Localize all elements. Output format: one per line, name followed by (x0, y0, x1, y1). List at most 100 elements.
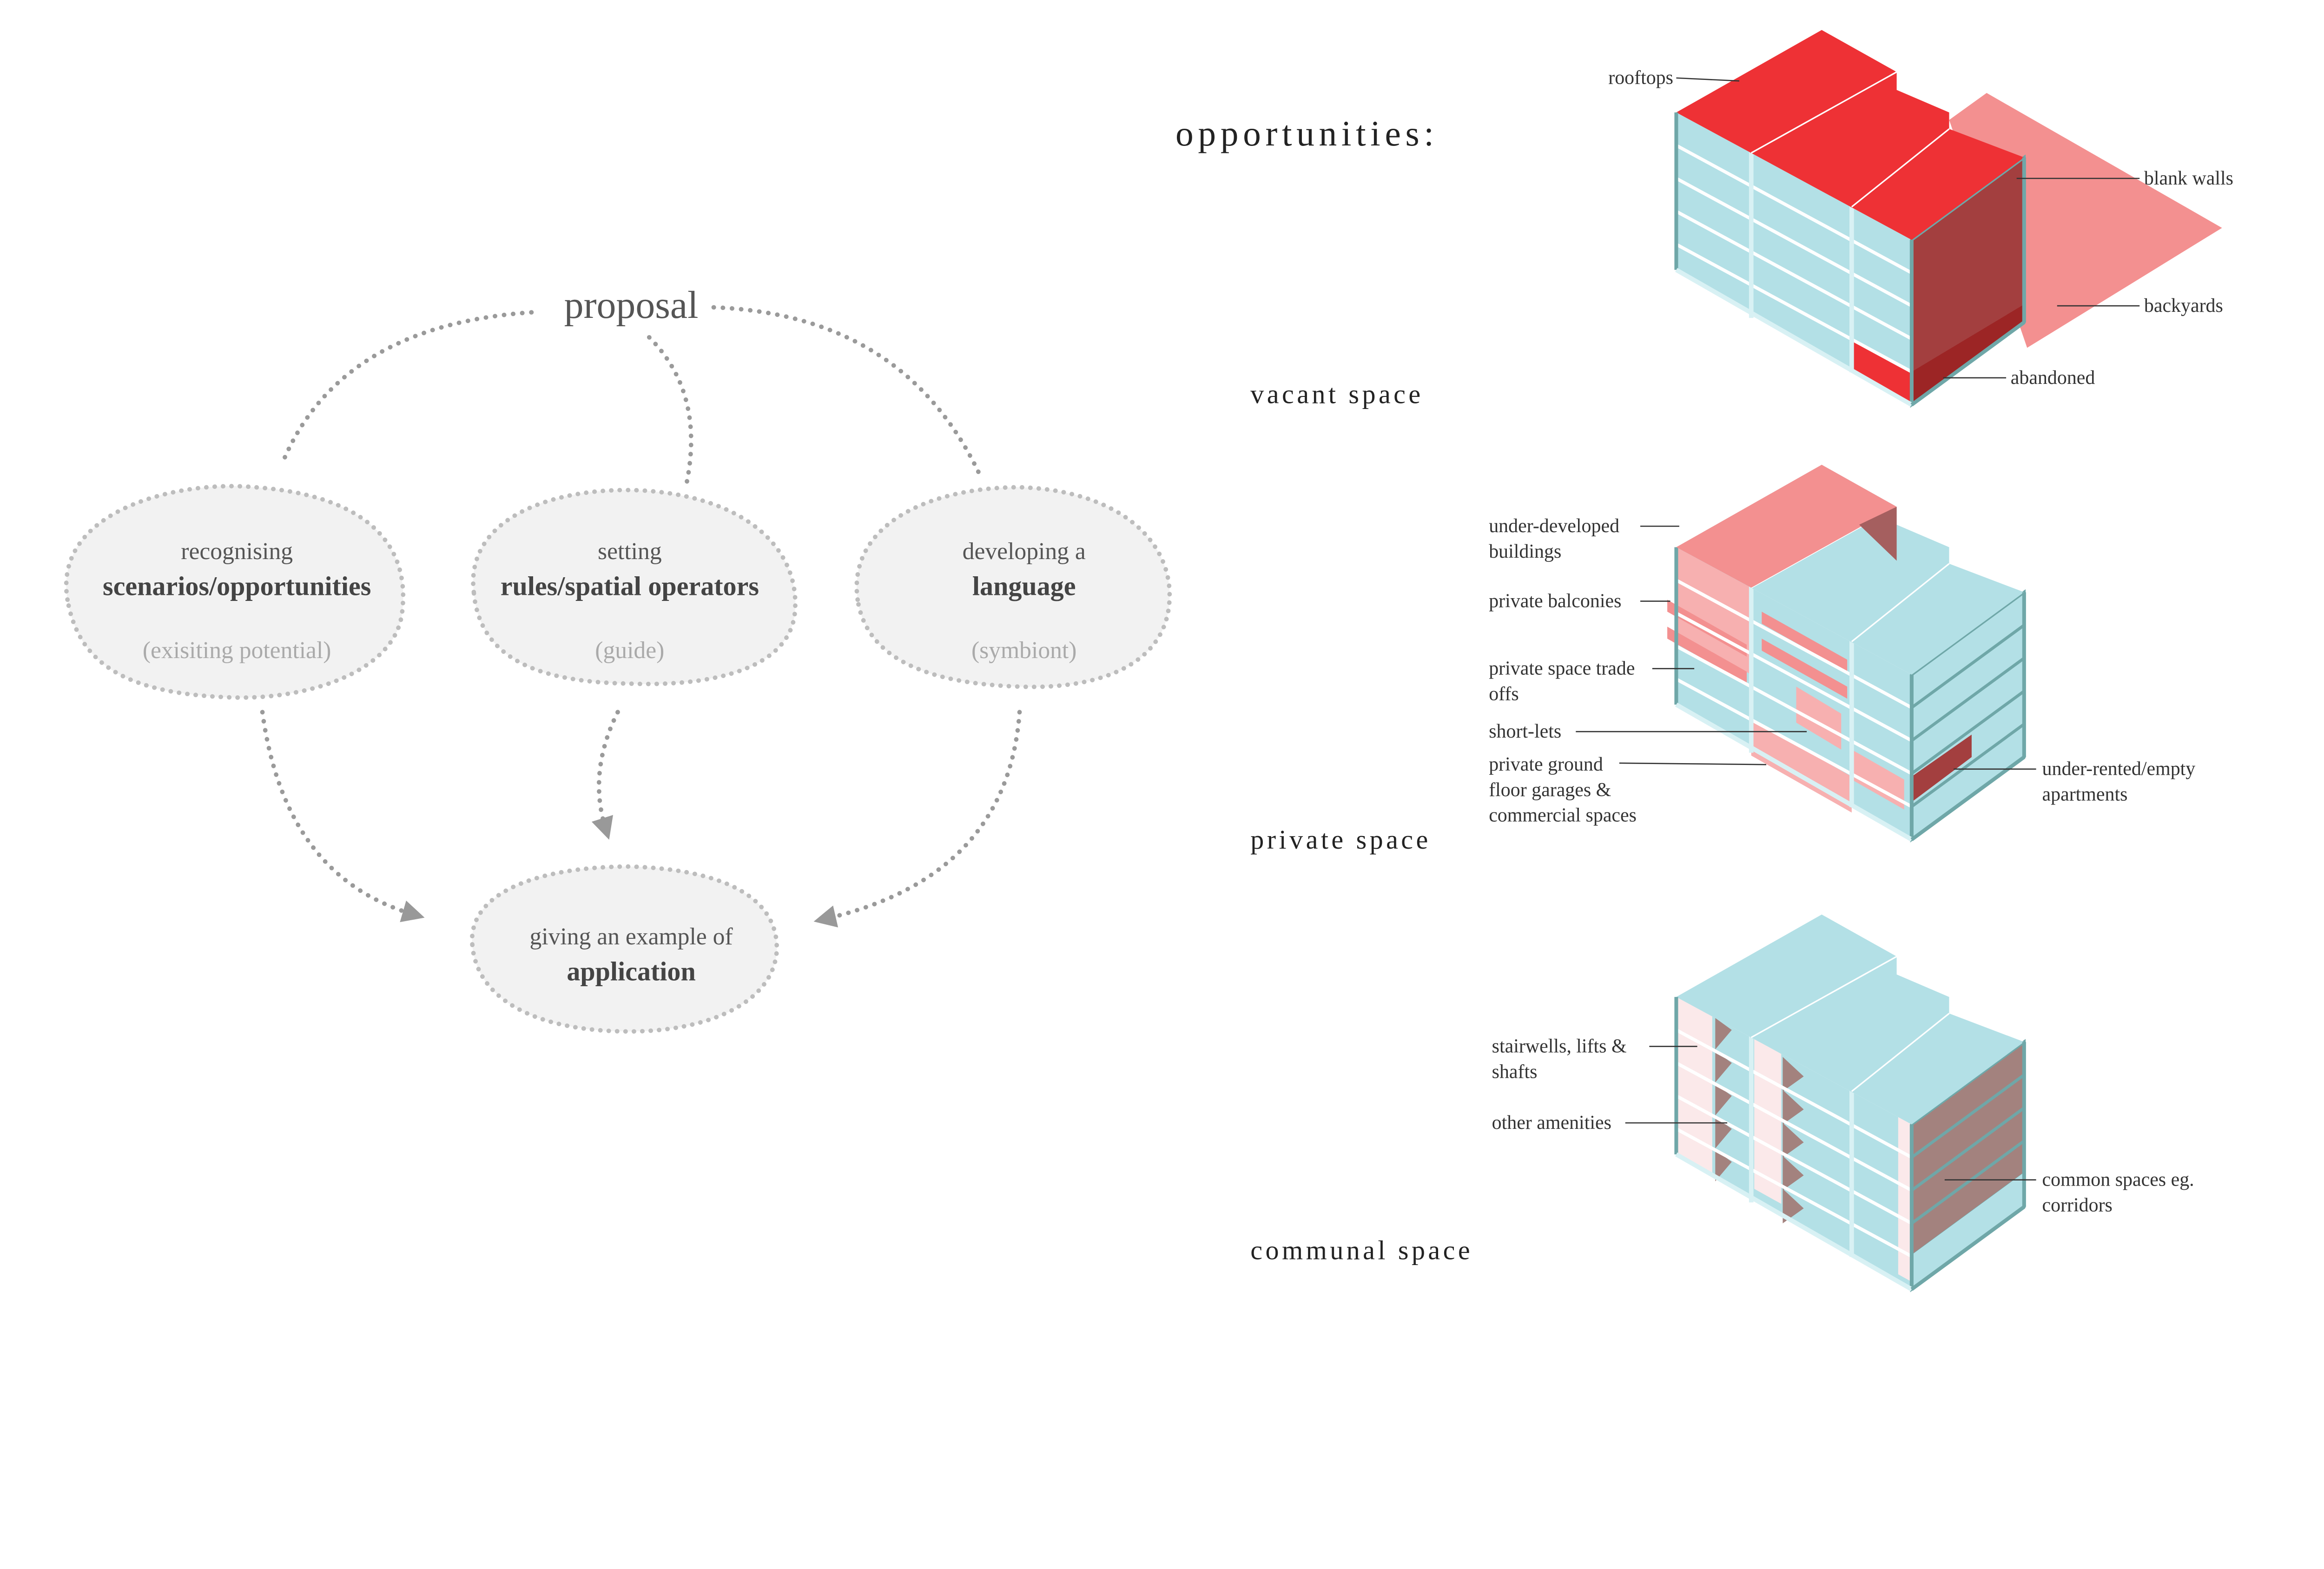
floor-slab (1675, 678, 1913, 808)
stair-flight (1783, 1090, 1804, 1125)
floor-slab (1910, 1074, 2025, 1159)
floor-slab (1675, 645, 1913, 775)
svg-text:recognising: recognising (181, 538, 293, 565)
svg-text:corridors: corridors (2042, 1194, 2113, 1216)
stair-flight (1715, 1117, 1732, 1148)
frame-base (1675, 268, 1913, 407)
floor-slab (1675, 210, 1913, 341)
balcony (1667, 626, 1747, 684)
node-application: giving an example of application (469, 864, 779, 1034)
abandoned-unit-side (1911, 304, 2024, 405)
frame-base (1910, 321, 2026, 407)
floor-slab (1675, 144, 1913, 275)
connector (711, 305, 984, 482)
stair-flight (1715, 1084, 1732, 1115)
opportunities-title: opportunities: (1175, 113, 1439, 153)
stair-flight (1783, 1123, 1804, 1158)
arrow (813, 710, 1022, 928)
label-blank-walls: blank walls (2144, 168, 2233, 189)
floor-slab (1910, 1107, 2025, 1192)
svg-text:stairwells, lifts &: stairwells, lifts & (1492, 1036, 1627, 1057)
floor-slab (1910, 657, 2025, 742)
floor-slab (1910, 624, 2025, 709)
label-backyards: backyards (2144, 295, 2223, 316)
svg-text:(guide): (guide) (595, 637, 664, 664)
label-common-spaces: common spaces eg. (2042, 1169, 2194, 1191)
roof-edge (1851, 563, 1950, 642)
svg-text:offs: offs (1489, 683, 1519, 705)
short-let (1796, 686, 1842, 750)
stairwell (1676, 997, 1712, 1176)
node-language: developing a language (symbiont) (854, 485, 1172, 689)
proposal-label: proposal (564, 283, 699, 327)
frame-base (1910, 1205, 2026, 1291)
svg-text:commercial spaces: commercial spaces (1489, 805, 1637, 826)
under-developed-roof (1676, 464, 1897, 588)
svg-text:buildings: buildings (1489, 541, 1561, 562)
node-scenarios: recognising scenarios/opportunities (exi… (64, 484, 406, 700)
svg-text:other amenities: other amenities (1492, 1112, 1611, 1134)
svg-text:private ground: private ground (1489, 754, 1603, 775)
floor-slab (1910, 723, 2025, 808)
floor-slab (1675, 177, 1913, 308)
stair-flight (1715, 1150, 1732, 1181)
roof-edge (1851, 128, 1950, 208)
svg-text:rules/spatial operators: rules/spatial operators (501, 571, 759, 601)
labels-communal: stairwells, lifts & shafts other ameniti… (1492, 1036, 2194, 1216)
roof (1676, 914, 2024, 1125)
svg-text:scenarios/opportunities: scenarios/opportunities (103, 571, 371, 601)
svg-text:developing a: developing a (963, 538, 1086, 565)
svg-text:setting: setting (598, 538, 662, 565)
svg-text:apartments: apartments (2042, 784, 2128, 805)
section-vacant: vacant space (1250, 379, 1423, 409)
labels-private: under-developed buildings private balcon… (1489, 515, 2195, 826)
label-under-rented: under-rented/empty (2042, 758, 2196, 780)
floor-slab (1910, 1140, 2025, 1225)
building-private (1667, 464, 2026, 843)
svg-text:floor garages &: floor garages & (1489, 779, 1611, 801)
under-developed-side (1859, 507, 1897, 561)
connector (283, 310, 542, 460)
floor-slab (1675, 612, 1913, 742)
svg-text:giving an example of: giving an example of (529, 923, 733, 950)
frame-base (1675, 1152, 1913, 1292)
roof-edge (1750, 956, 1897, 1038)
stair-flight (1783, 1057, 1804, 1092)
floor-slab (1675, 1127, 1913, 1258)
stair-flight (1715, 1018, 1732, 1050)
ground-corridor (1911, 1172, 2024, 1290)
building-vacant (1674, 30, 2222, 408)
stair-flight (1783, 1156, 1804, 1191)
label-rooftops: rooftops (1608, 67, 1673, 89)
floor-slab (1910, 690, 2025, 775)
balcony (1762, 612, 1848, 672)
building-communal (1674, 914, 2026, 1292)
roof-edge (1851, 1013, 1950, 1092)
abandoned-unit (1851, 339, 1912, 405)
diagram-canvas: proposal recognising scenarios/opportuni… (64, 30, 2233, 1292)
frame-base (1675, 702, 1913, 842)
arrow (260, 710, 425, 923)
empty-apartment (1911, 734, 1972, 802)
node-rules: setting rules/spatial operators (guide) (471, 488, 798, 686)
svg-text:language: language (972, 571, 1076, 601)
roof-edge (1750, 71, 1897, 154)
balcony (1762, 639, 1848, 699)
flow-diagram: proposal recognising scenarios/opportuni… (64, 283, 1172, 1034)
label-abandoned: abandoned (2011, 367, 2095, 389)
section-communal: communal space (1250, 1235, 1473, 1266)
svg-text:application: application (567, 956, 695, 987)
corridor-edge (1898, 1117, 1912, 1282)
svg-text:shafts: shafts (1492, 1061, 1538, 1082)
stair-flight (1783, 1189, 1804, 1224)
stair-flight (1715, 1051, 1732, 1083)
floor-slab (1675, 1094, 1913, 1225)
svg-text:(exisiting potential): (exisiting potential) (143, 637, 331, 664)
connector (647, 335, 693, 485)
floor-slab (1675, 579, 1913, 709)
amenity (1754, 1039, 1782, 1204)
floor-slab (1675, 1028, 1913, 1159)
floor-slab (1675, 1061, 1913, 1192)
svg-text:short-lets: short-lets (1489, 721, 1561, 742)
arrow (591, 710, 620, 840)
